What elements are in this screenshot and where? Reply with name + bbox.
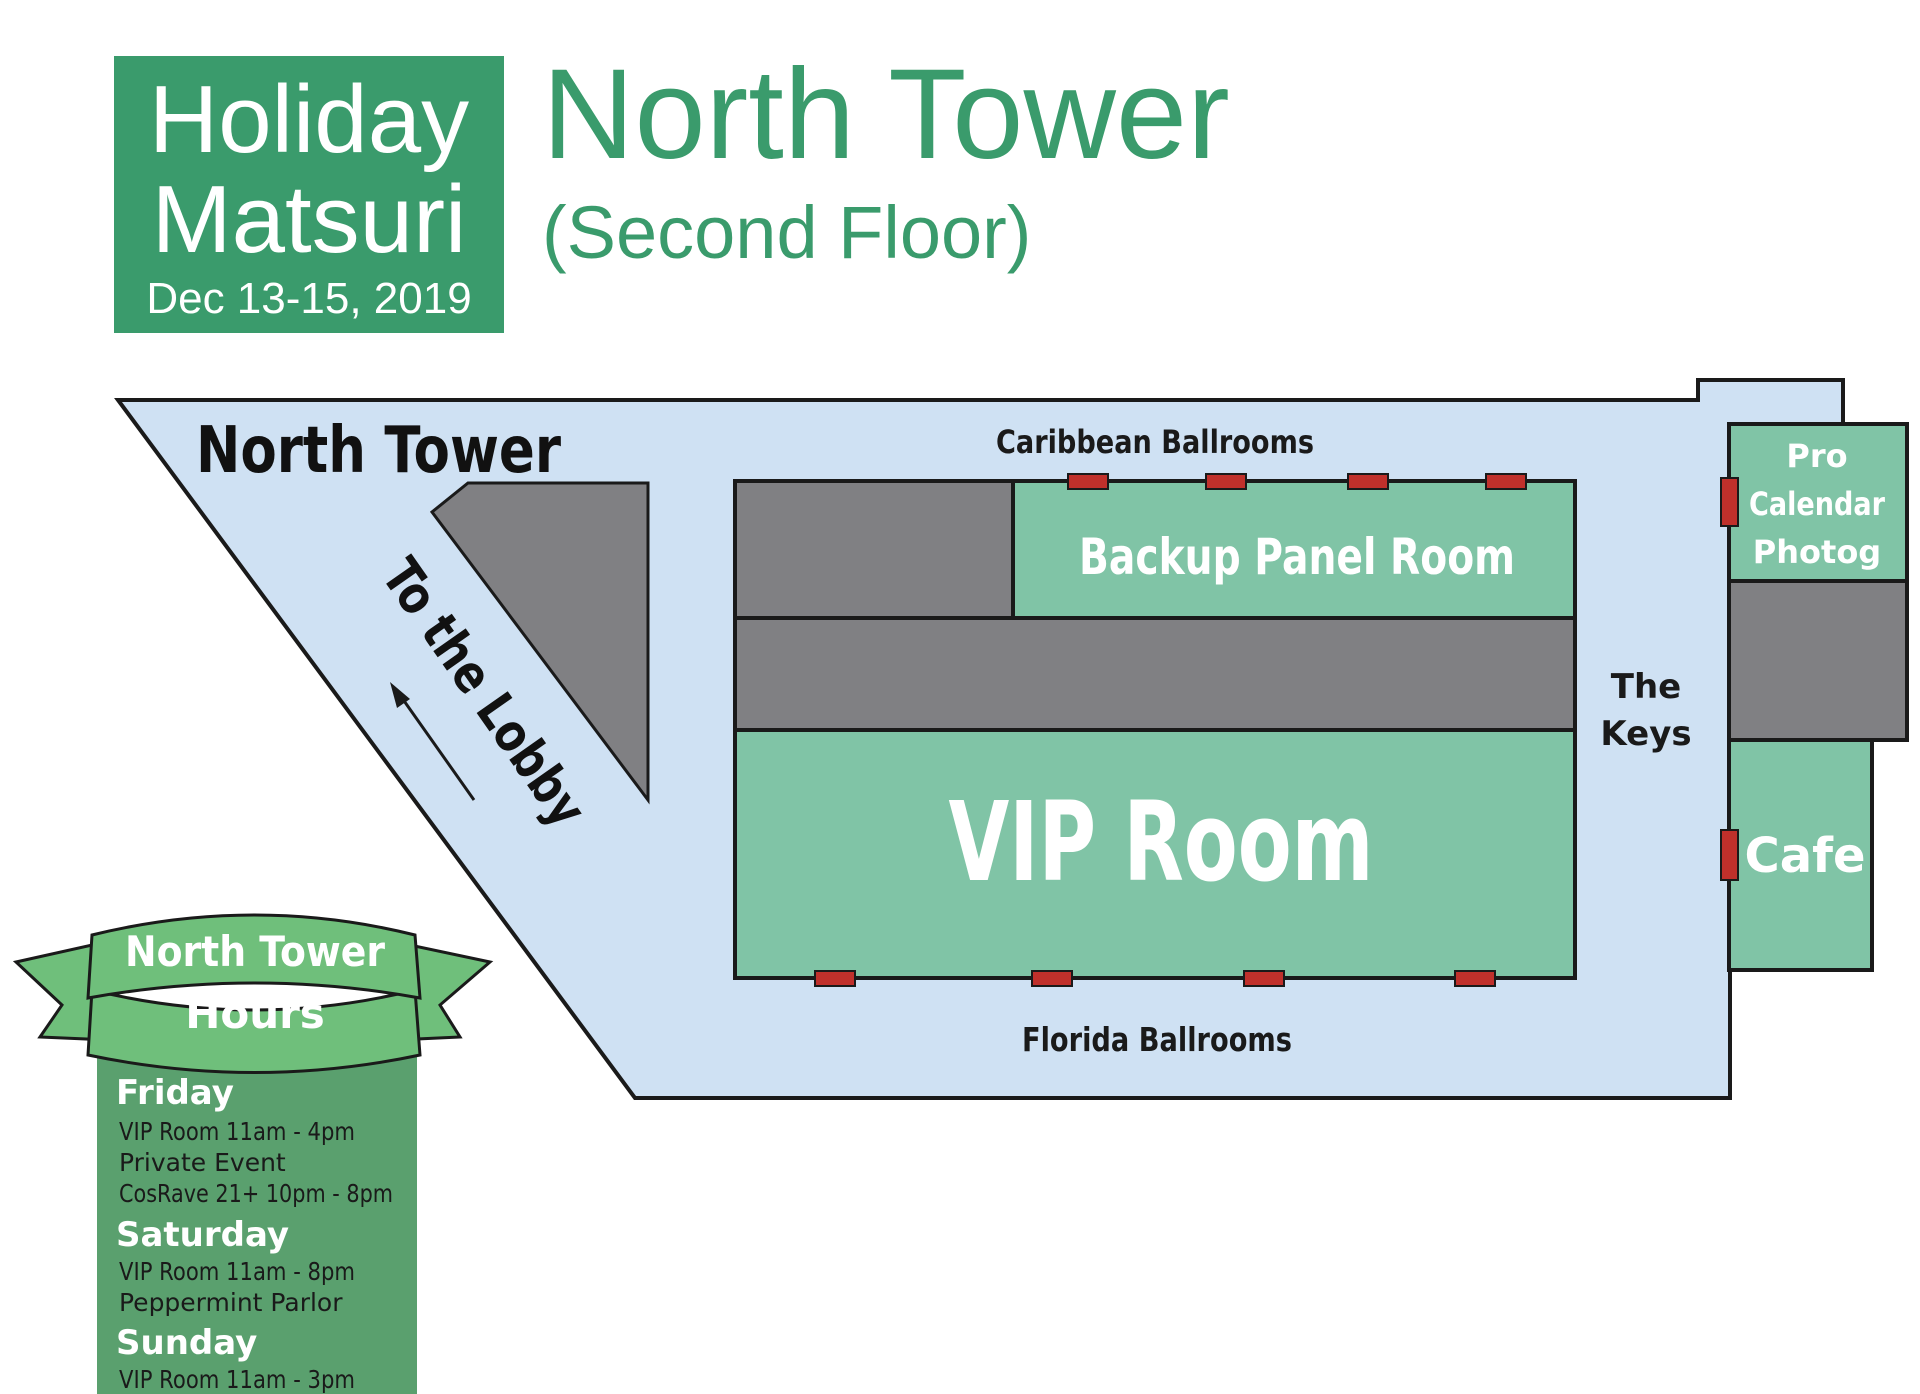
lobby-arrow-icon <box>390 682 476 801</box>
backup-panel-room[interactable] <box>1011 479 1577 620</box>
day-saturday: Saturday <box>116 1215 289 1255</box>
page-subtitle: (Second Floor) <box>542 191 1031 274</box>
service-block <box>429 481 650 805</box>
service-room-right <box>1727 579 1909 742</box>
day-sunday: Sunday <box>116 1323 257 1363</box>
door-caribbean-1[interactable] <box>1067 473 1109 490</box>
caribbean-label: Caribbean Ballrooms <box>996 423 1314 461</box>
hours-banner-line-2: Hours <box>185 989 325 1038</box>
door-cafe[interactable] <box>1720 829 1739 881</box>
logo-line-1: Holiday <box>149 66 469 173</box>
logo-dates: Dec 13-15, 2019 <box>146 274 471 323</box>
door-florida-2[interactable] <box>1031 970 1073 987</box>
cafe-label: Cafe <box>1744 828 1865 884</box>
friday-event-1: VIP Room 11am - 4pm <box>119 1117 355 1146</box>
keys-label-line-1: The <box>1611 667 1681 707</box>
pro-label-line-3: Photog <box>1753 533 1881 571</box>
hours-panel <box>97 1040 417 1394</box>
pro-label-line-1: Pro <box>1786 437 1847 475</box>
door-pro-calendar[interactable] <box>1720 477 1739 527</box>
hours-banner: North Tower Hours <box>12 913 494 1074</box>
door-caribbean-4[interactable] <box>1485 473 1527 490</box>
vip-room[interactable] <box>733 728 1577 980</box>
vip-room-label: VIP Room <box>949 778 1374 906</box>
event-logo <box>114 56 504 333</box>
door-florida-1[interactable] <box>814 970 856 987</box>
sunday-event-1: VIP Room 11am - 3pm <box>119 1365 355 1394</box>
tower-label: North Tower <box>196 414 561 488</box>
friday-event-2: Private Event <box>119 1148 286 1177</box>
doors <box>814 473 1739 987</box>
pro-label-line-2: Calendar <box>1749 485 1885 523</box>
page-title: North Tower <box>542 43 1230 186</box>
saturday-event-2: Peppermint Parlor <box>119 1288 343 1317</box>
hours-list: Friday VIP Room 11am - 4pm Private Event… <box>116 1073 393 1394</box>
door-caribbean-2[interactable] <box>1205 473 1247 490</box>
keys-label-line-2: Keys <box>1600 714 1691 754</box>
cafe-room[interactable] <box>1727 738 1874 972</box>
door-caribbean-3[interactable] <box>1347 473 1389 490</box>
backup-panel-room-label: Backup Panel Room <box>1079 528 1515 586</box>
door-florida-4[interactable] <box>1454 970 1496 987</box>
service-corridor <box>733 616 1577 732</box>
florida-label: Florida Ballrooms <box>1022 1020 1292 1059</box>
day-friday: Friday <box>116 1073 234 1113</box>
saturday-event-1: VIP Room 11am - 8pm <box>119 1257 355 1286</box>
friday-event-3: CosRave 21+ 10pm - 8pm <box>119 1179 393 1208</box>
pro-calendar-photog-room[interactable] <box>1727 422 1909 583</box>
service-room-top-left <box>733 479 1015 620</box>
logo-line-2: Matsuri <box>152 166 467 273</box>
hours-banner-line-1: North Tower <box>125 927 385 976</box>
door-florida-3[interactable] <box>1243 970 1285 987</box>
